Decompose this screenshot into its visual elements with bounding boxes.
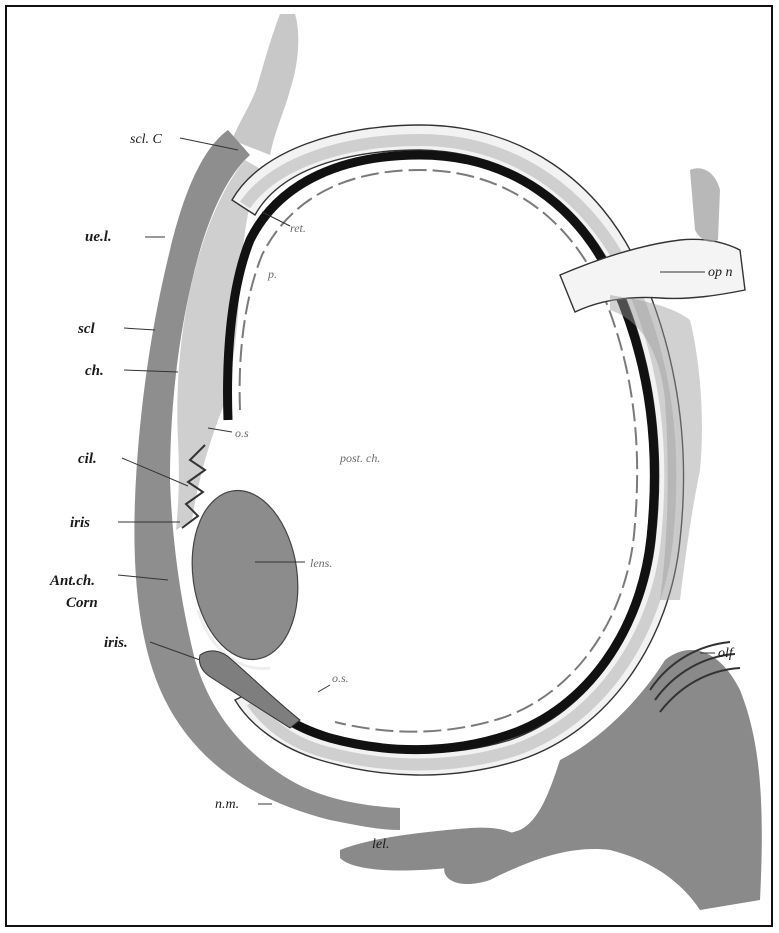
right-tissue-upper <box>690 168 720 242</box>
label-lens: lens. <box>310 556 332 570</box>
label-ret: ret. <box>290 221 306 235</box>
label-nm: n.m. <box>215 797 239 812</box>
label-cil: cil. <box>78 451 97 467</box>
label-ue-l: ue.l. <box>85 229 112 245</box>
label-os-lower: o.s. <box>332 671 349 685</box>
label-p: p. <box>267 267 277 281</box>
label-corn: Corn <box>66 595 98 611</box>
label-scl-c: scl. C <box>130 132 163 147</box>
label-os-upper: o.s <box>235 426 249 440</box>
label-iris-upper: iris <box>70 515 90 531</box>
label-lel: lel. <box>372 837 390 852</box>
label-iris-lower: iris. <box>104 635 128 651</box>
upper-lid-tissue <box>232 14 298 155</box>
lens-shape <box>182 484 309 667</box>
label-post-ch: post. ch. <box>339 451 380 465</box>
retina-pigment-layer <box>228 155 655 750</box>
leader-os-lower <box>318 685 330 692</box>
leader-scl <box>124 328 155 330</box>
label-scl: scl <box>77 321 95 337</box>
label-olf: olf <box>718 646 735 661</box>
label-op-n: op n <box>708 265 733 280</box>
retina-inner-line <box>240 170 638 732</box>
label-ant-ch: Ant.ch. <box>49 573 95 589</box>
label-ch: ch. <box>85 363 104 379</box>
